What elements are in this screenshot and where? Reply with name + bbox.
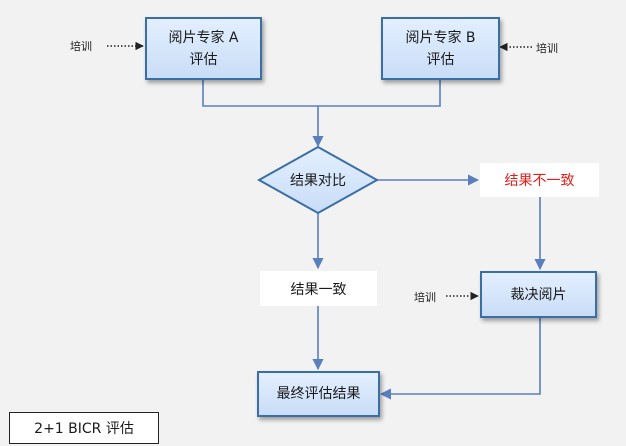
connector-adjudication-to-final [379,318,541,400]
consistent-text: 结果一致 [290,281,347,298]
expert-b-title: 阅片专家 B [405,29,476,46]
adjudication-box: 裁决阅片 [480,271,597,318]
inconsistent-label: 结果不一致 [480,163,599,197]
compare-text: 结果对比 [290,173,346,189]
expert-b-box: 阅片专家 B 评估 [381,17,500,80]
compare-label: 结果对比 [259,166,377,194]
training-label-adjudication: 培训 [414,291,436,304]
consistent-label: 结果一致 [260,271,377,306]
connector-expert-a-down [202,80,441,107]
compare-diamond [256,145,380,215]
caption-box: 2+1 BICR 评估 [9,412,159,444]
expert-a-subtitle: 评估 [189,51,218,68]
training-label-b: 培训 [536,42,558,55]
inconsistent-text: 结果不一致 [504,173,575,189]
caption-text: 2+1 BICR 评估 [34,421,134,437]
training-label-a: 培训 [70,40,92,53]
expert-b-subtitle: 评估 [426,51,455,68]
expert-a-box: 阅片专家 A 评估 [145,17,262,80]
adjudication-text: 裁决阅片 [510,286,567,303]
expert-a-title: 阅片专家 A [168,29,239,46]
final-result-text: 最终评估结果 [276,386,361,402]
final-result-box: 最终评估结果 [257,371,380,417]
